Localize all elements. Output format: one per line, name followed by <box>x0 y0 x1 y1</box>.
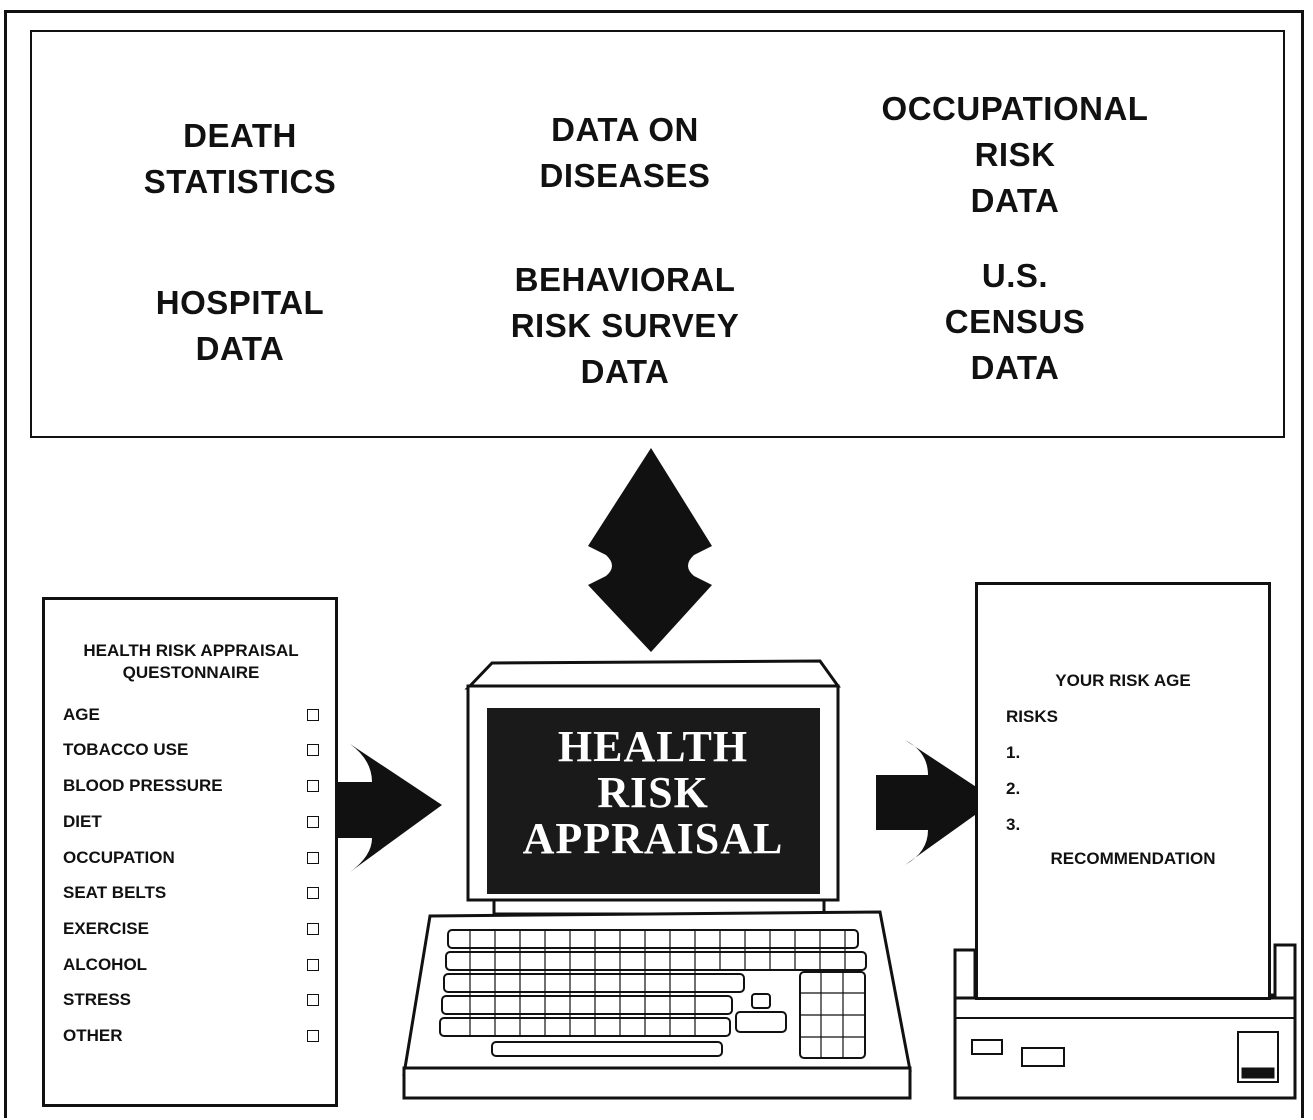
questionnaire-item: SEAT BELTS <box>63 883 167 902</box>
questionnaire-item: OTHER <box>63 1026 123 1045</box>
checkbox-icon <box>307 994 319 1006</box>
outer-frame <box>4 10 1304 1118</box>
source-data-on-diseases: DATA ON DISEASES <box>539 111 711 194</box>
source-us-census-data: U.S. CENSUS DATA <box>944 257 1086 386</box>
risk-report-page: YOUR RISK AGE RISKS 1. 2. 3. RECOMMENDAT… <box>975 582 1271 1000</box>
checkbox-icon <box>307 709 319 721</box>
questionnaire-item: AGE <box>63 705 100 724</box>
questionnaire-item: ALCOHOL <box>63 955 148 974</box>
questionnaire-item: TOBACCO USE <box>63 740 189 759</box>
printer <box>953 943 1297 1100</box>
screen-title: HEALTH RISK APPRAISAL <box>522 722 784 863</box>
checkbox-icon <box>307 923 319 935</box>
questionnaire-form: HEALTH RISK APPRAISAL QUESTONNAIRE AGE T… <box>42 597 338 1107</box>
double-arrow-icon <box>588 448 712 652</box>
checkbox-icon <box>307 1030 319 1042</box>
source-occupational-risk-data: OCCUPATIONAL RISK DATA <box>881 90 1149 219</box>
data-sources-box <box>30 30 1285 438</box>
computer-monitor <box>464 659 841 916</box>
right-arrow-icon <box>876 740 996 865</box>
questionnaire-title: HEALTH RISK APPRAISAL QUESTONNAIRE <box>83 641 299 682</box>
report-recommendation: RECOMMENDATION <box>1050 849 1216 868</box>
report-risk-item: 2. <box>1006 779 1021 798</box>
source-behavioral-risk-survey-data: BEHAVIORAL RISK SURVEY DATA <box>510 261 740 390</box>
questionnaire-item: STRESS <box>63 990 132 1009</box>
computer-keyboard <box>402 910 912 1100</box>
checkbox-icon <box>307 780 319 792</box>
checkbox-icon <box>307 887 319 899</box>
checkbox-icon <box>307 816 319 828</box>
report-risk-item: 1. <box>1006 743 1021 762</box>
questionnaire-item: OCCUPATION <box>63 848 175 867</box>
checkbox-icon <box>307 852 319 864</box>
questionnaire-item: DIET <box>63 812 102 831</box>
report-risks-label: RISKS <box>1006 707 1058 726</box>
checkbox-icon <box>307 744 319 756</box>
questionnaire-item: BLOOD PRESSURE <box>63 776 223 795</box>
right-arrow-icon <box>320 744 442 872</box>
questionnaire-item: EXERCISE <box>63 919 149 938</box>
report-risk-item: 3. <box>1006 815 1021 834</box>
source-death-statistics: DEATH STATISTICS <box>143 117 337 200</box>
checkbox-icon <box>307 959 319 971</box>
source-hospital-data: HOSPITAL DATA <box>155 284 325 367</box>
report-heading: YOUR RISK AGE <box>1055 671 1191 690</box>
